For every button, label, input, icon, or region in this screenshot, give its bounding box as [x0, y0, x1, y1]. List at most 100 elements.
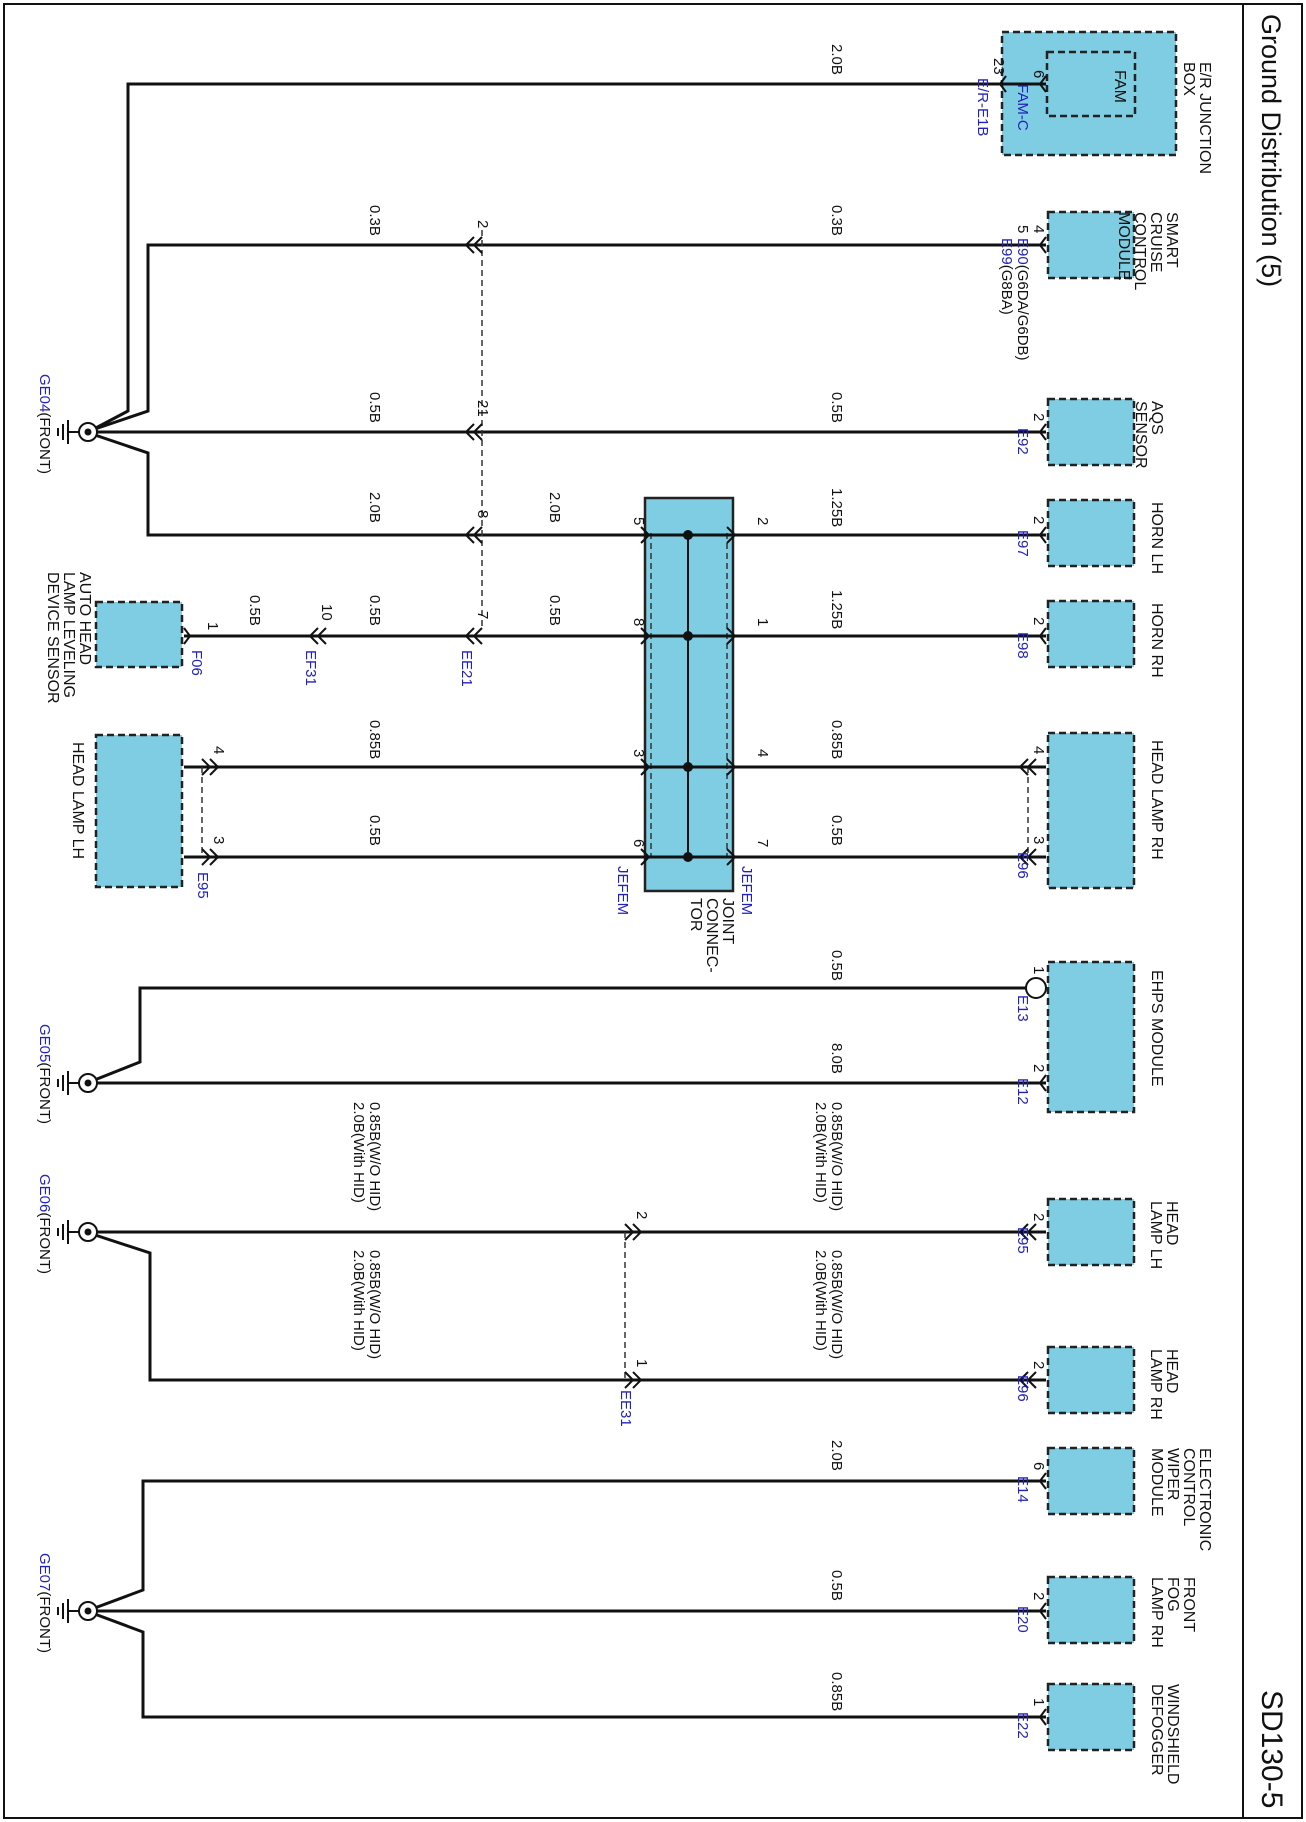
- conn-e20: [1038, 1602, 1047, 1620]
- head-lamp-lh-label: HEAD LAMP LH: [69, 742, 86, 859]
- wl-hornlh-m: 2.0B: [546, 492, 563, 523]
- pin-e90-4: 4: [1030, 225, 1047, 233]
- ahls-label-3: DEVICE SENSOR: [44, 572, 61, 704]
- ge06-label: GE06(FRONT): [36, 1174, 53, 1274]
- wl-hl3-l: 0.5B: [366, 815, 383, 846]
- joint-node-1: [683, 530, 693, 540]
- cid-jefem-l: JEFEM: [614, 866, 631, 915]
- pin-e96-4: 4: [1030, 746, 1047, 754]
- pin-ee21-2: 2: [474, 220, 491, 228]
- pin-j-8: 8: [630, 618, 647, 626]
- joint-node-3: [683, 762, 693, 772]
- conn-e96-2: [1018, 1371, 1037, 1389]
- auto-head-lamp-leveling-sensor: [94, 600, 184, 669]
- pin-e99-5: 5: [1014, 225, 1031, 233]
- aqs-sensor: [1046, 397, 1136, 467]
- pin-f06-1: 1: [204, 622, 221, 630]
- ecwm-label-4: MODULE: [1148, 1448, 1165, 1516]
- wl-hlrh-r1: 0.85B(W/O HID): [828, 1250, 845, 1359]
- pin-er-23: 23: [990, 58, 1007, 75]
- pin-j-5: 5: [630, 517, 647, 525]
- pin-e98-2: 2: [1030, 617, 1047, 625]
- cid-e12: E12: [1014, 1078, 1031, 1105]
- joint-node-2: [683, 631, 693, 641]
- ahls-label-2: LAMP LEVELING: [60, 572, 77, 698]
- cid-e22: E22: [1014, 1712, 1031, 1739]
- cid-fam-c: FAM-C: [1014, 84, 1031, 131]
- wl-aqs-r: 0.5B: [828, 392, 845, 423]
- pin-ef31-10: 10: [318, 604, 335, 621]
- pin-e92-2: 2: [1030, 413, 1047, 421]
- wl-hl3-r: 0.5B: [828, 815, 845, 846]
- wl-ecwm: 2.0B: [828, 1440, 845, 1471]
- conn-e90: [1038, 236, 1047, 254]
- pin-j-3: 3: [630, 749, 647, 757]
- ehps-label: EHPS MODULE: [1148, 970, 1165, 1086]
- wl-hl4-l: 0.85B: [366, 720, 383, 759]
- ge07-label: GE07(FRONT): [36, 1553, 53, 1653]
- wire-wd-to-ge07: [91, 1611, 1046, 1719]
- er-box-label: E/R JUNCTION: [1196, 62, 1213, 174]
- cid-e95-r: E95: [1014, 1227, 1031, 1254]
- joint-label: JOINT: [719, 898, 736, 944]
- cid-e14: E14: [1014, 1476, 1031, 1503]
- cid-ee21: EE21: [458, 650, 475, 687]
- conn-ee31-2: [624, 1223, 643, 1241]
- conn-e96-4: [1018, 758, 1037, 776]
- pin-e12-2: 2: [1030, 1064, 1047, 1072]
- wl-hlrh-l2: 2.0B(With HID): [350, 1250, 367, 1351]
- wire-scc-to-ge04: [91, 243, 1046, 432]
- wire-horn-lh-to-ge04: [91, 432, 1046, 537]
- ffl-label: FRONT: [1180, 1577, 1197, 1632]
- cid-ef31: EF31: [302, 650, 319, 686]
- joint-pin-1: [640, 627, 737, 645]
- pin-e95-2r: 2: [1030, 1213, 1047, 1221]
- pin-ee21-7: 7: [474, 611, 491, 619]
- cid-e90: E90(G6DA/G6DB): [1014, 238, 1031, 361]
- connector-symbols: [183, 75, 1047, 1726]
- pin-j-1: 1: [754, 618, 771, 626]
- cid-e92: E92: [1014, 428, 1031, 455]
- wl-ehps-1: 0.5B: [828, 950, 845, 981]
- ecwm-label: ELECTRONIC: [1196, 1448, 1213, 1551]
- pin-e20-2: 2: [1030, 1592, 1047, 1600]
- er-junction-box: [1000, 30, 1178, 157]
- ge05-label: GE05(FRONT): [36, 1024, 53, 1124]
- conn-ee21-8: [464, 526, 483, 544]
- cid-jefem-r: JEFEM: [738, 866, 755, 915]
- ge04-label: GE04(FRONT): [36, 374, 53, 474]
- joint-node-4: [683, 852, 693, 862]
- cid-ee31: EE31: [617, 1390, 634, 1427]
- wl-wd: 0.85B: [828, 1672, 845, 1711]
- cid-e13: E13: [1014, 995, 1031, 1022]
- head-lamp-rh: [1046, 731, 1136, 890]
- windshield-defogger: [1046, 1682, 1136, 1752]
- page-title: Ground Distribution (5): [1256, 14, 1286, 287]
- pin-j-2: 2: [754, 517, 771, 525]
- fam-box: [1045, 50, 1137, 118]
- head-lamp-rh-lower: [1046, 1345, 1136, 1415]
- page-frame: [3, 3, 1303, 1819]
- smart-cruise-control-module: [1046, 210, 1136, 280]
- joint-pin-2: [640, 526, 737, 544]
- cid-e99: E99(G8BA): [998, 238, 1015, 315]
- aqs-label: AQS: [1148, 401, 1165, 435]
- wl-hllh-r1: 0.85B(W/O HID): [828, 1102, 845, 1211]
- ground-ge05: [57, 1071, 98, 1095]
- conn-f06: [183, 627, 192, 645]
- joint-label-2: CONNEC-: [703, 898, 720, 973]
- pin-e96-3: 3: [1030, 836, 1047, 844]
- cid-e98: E98: [1014, 632, 1031, 659]
- conn-e14: [1038, 1472, 1047, 1490]
- wl-hllh-r2: 2.0B(With HID): [812, 1102, 829, 1203]
- conn-ee21-21: [464, 423, 483, 441]
- ground-ge04: [57, 420, 98, 444]
- wire-labels: 2.0B 0.3B 0.3B 0.5B 0.5B 1.25B 2.0B 2.0B…: [246, 44, 845, 1711]
- front-fog-lamp-rh: [1046, 1575, 1136, 1645]
- conn-e95-3: [201, 848, 220, 866]
- conn-ee31-1: [624, 1371, 643, 1389]
- scc-label-3: CONTROL: [1131, 212, 1148, 290]
- conn-e12: [1038, 1074, 1047, 1092]
- pin-numbers: 6 23 4 5 2 2 2 4 3 1 2 2 2 6 2 1 2 1 4 7…: [204, 58, 1047, 1706]
- cid-e20: E20: [1014, 1606, 1031, 1633]
